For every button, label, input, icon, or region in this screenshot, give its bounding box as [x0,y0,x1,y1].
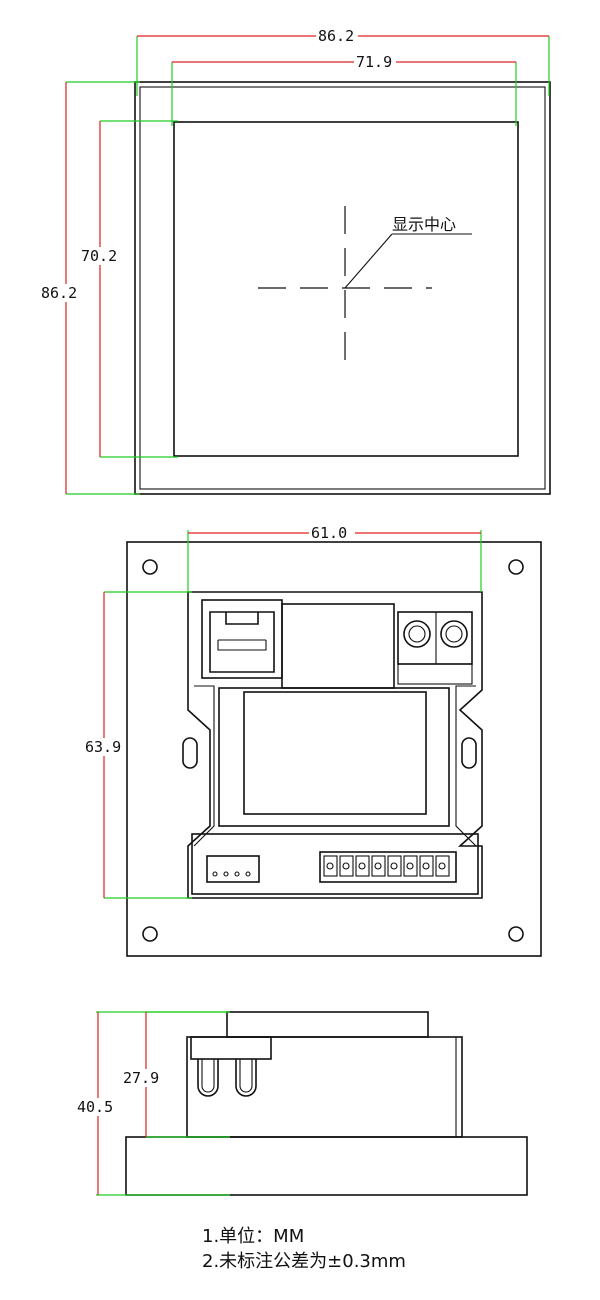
side-label-body: 27.9 [123,1069,159,1087]
rear-label-height: 63.9 [85,738,121,756]
rear-component-block [281,603,395,689]
front-label-outer-width: 86.2 [318,27,354,45]
side-label-bg-body [122,1069,166,1087]
front-label-bg-inner-width [354,54,396,70]
mount-hole-top-left [142,559,158,575]
side-slot-left [182,737,198,769]
front-label-inner-height: 70.2 [81,247,117,265]
side-slot-right [461,737,477,769]
rear-mounting-plate [126,541,542,957]
note-units: 1.单位：MM [202,1226,305,1247]
small-connector [206,855,260,883]
front-display-window [173,121,519,457]
terminal-screw-1-inner [408,625,426,643]
small-connector-pin-1 [212,871,218,877]
center-leader-line [344,233,393,289]
mount-hole-bottom-left [142,926,158,942]
rear-label-width: 61.0 [311,524,347,542]
mount-hole-top-right [508,559,524,575]
side-terminal-screw-left-inner [201,1059,215,1093]
side-terminal-screw-right-inner [239,1059,253,1093]
eight-pin-terminal-pins [323,855,450,877]
front-outer-frame-inner [139,86,546,490]
side-base-plate [125,1136,528,1196]
front-label-bg-inner-height [80,247,122,265]
drawing-notes: 1.单位：MM 2.未标注公差为±0.3mm [202,1224,406,1274]
rj45-jack-latch [217,639,267,651]
side-label-bg-total [76,1098,118,1116]
front-label-outer-height: 86.2 [41,284,77,302]
bottom-connector-strip [191,833,479,895]
front-label-inner-width: 71.9 [356,53,392,71]
side-main-body [186,1036,463,1138]
side-top-stub [226,1011,429,1038]
side-label-total: 40.5 [77,1098,113,1116]
side-terminal-screw-left [197,1059,219,1097]
rear-display-frame [218,687,450,827]
mount-hole-bottom-right [508,926,524,942]
terminal-screw-2 [440,620,468,648]
note-tolerance: 2.未标注公差为±0.3mm [202,1251,406,1272]
terminal-screw-2-inner [445,625,463,643]
rear-label-bg-width [309,525,355,541]
rear-pcb-outline [187,591,483,899]
small-connector-pin-3 [234,871,240,877]
eight-pin-terminal [319,851,457,883]
terminal-base [397,663,473,685]
rear-pcb-inner-outline [193,685,477,847]
rear-label-bg-height [84,738,126,756]
terminal-screw-1 [403,620,431,648]
front-outer-frame [134,81,551,495]
side-terminal-screw-right [235,1059,257,1097]
rear-display-module [243,691,427,815]
rear-view: 61.0 63.9 [84,524,542,957]
front-label-bg-outer-width [316,28,358,44]
small-connector-pin-2 [223,871,229,877]
side-terminal-block [190,1036,272,1060]
front-label-bg-outer-height [40,284,84,302]
small-connector-pin-4 [245,871,251,877]
rj45-jack-port [209,611,275,673]
side-view: 27.9 40.5 [76,1011,528,1196]
front-view: 86.2 71.9 70.2 86.2 显示中心 [40,27,551,495]
center-label: 显示中心 [392,215,456,234]
